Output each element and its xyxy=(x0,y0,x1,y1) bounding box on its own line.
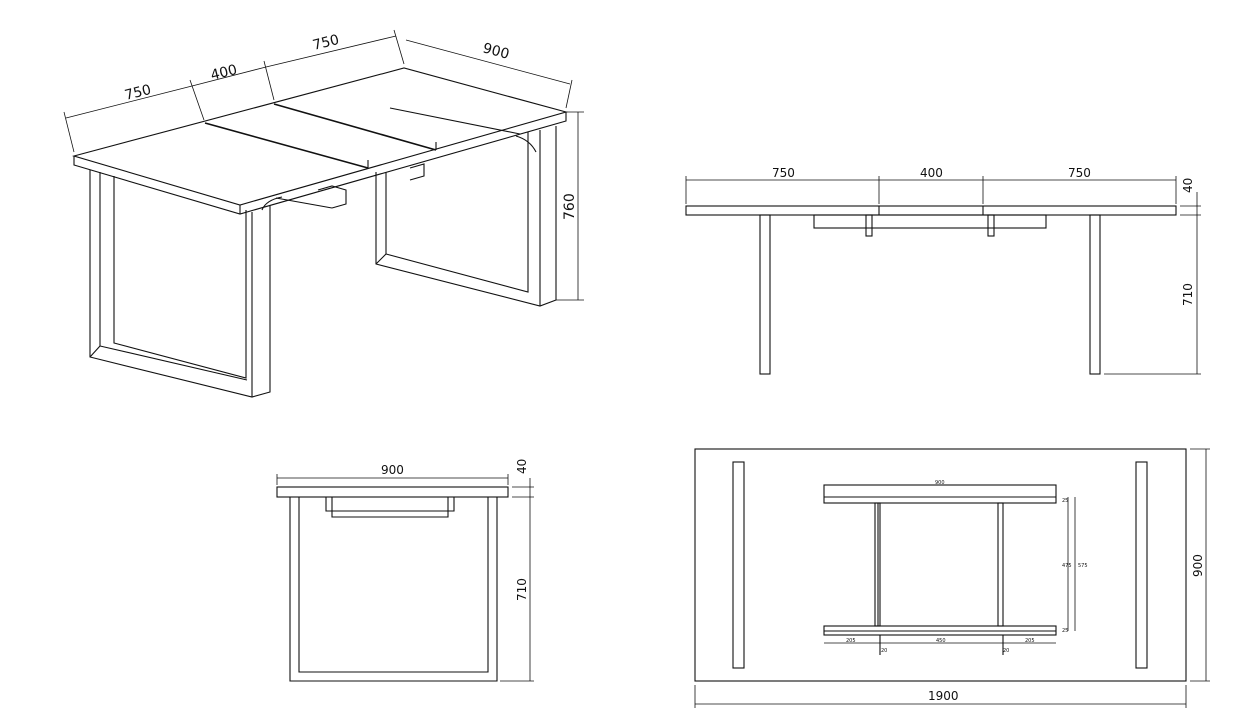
iso-ext-2 xyxy=(189,79,205,121)
iso-label-750-right: 750 xyxy=(311,32,341,54)
front-view: 750 400 750 40 710 xyxy=(685,166,1201,375)
top-frame-rail-right xyxy=(997,502,1004,627)
front-tabletop xyxy=(685,205,1177,216)
iso-front-leg-inner-b xyxy=(113,176,247,379)
top-label-1900: 1900 xyxy=(928,689,959,703)
iso-ext-4 xyxy=(393,29,405,65)
side-view: 900 40 710 xyxy=(276,459,534,682)
side-rail-inner xyxy=(331,497,449,518)
top-leg-left xyxy=(732,461,745,669)
top-inner-label-900: 900 xyxy=(935,480,945,486)
side-tabletop xyxy=(276,486,509,498)
iso-dim-line-900 xyxy=(405,39,571,85)
iso-ext-5 xyxy=(565,79,573,109)
side-rail-outer xyxy=(325,497,455,512)
side-label-900: 900 xyxy=(381,463,404,477)
front-label-710: 710 xyxy=(1181,283,1195,306)
iso-label-900: 900 xyxy=(481,40,511,62)
top-outline xyxy=(694,448,1187,682)
iso-ext-1 xyxy=(63,111,75,153)
top-inner-label-475: 475 xyxy=(1062,563,1072,569)
iso-front-leg-curve xyxy=(261,196,283,211)
front-label-400: 400 xyxy=(920,166,943,180)
iso-dim-line-750-right xyxy=(265,35,397,68)
top-inner-label-205-left: 205 xyxy=(846,638,856,644)
front-label-750-right: 750 xyxy=(1068,166,1091,180)
top-leg-right xyxy=(1135,461,1148,669)
iso-front-leg-inner-a xyxy=(99,172,248,381)
top-inner-label-450: 450 xyxy=(936,638,946,644)
front-label-750-left: 750 xyxy=(772,166,795,180)
iso-back-leg-inner xyxy=(385,132,529,293)
iso-label-760: 760 xyxy=(562,193,578,220)
iso-back-leg-curve xyxy=(515,135,537,153)
side-leg-outer xyxy=(289,497,498,682)
top-view: 900 25 25 475 575 205 450 205 20 20 1900… xyxy=(694,448,1210,708)
iso-leaf-seam-1 xyxy=(204,122,369,169)
front-leg-right xyxy=(1089,214,1101,375)
iso-back-leg-foot xyxy=(375,253,387,265)
side-leg-inner xyxy=(298,497,489,673)
top-inner-label-575: 575 xyxy=(1078,563,1088,569)
side-label-40: 40 xyxy=(515,459,529,474)
iso-frame-block-right xyxy=(409,163,425,181)
top-inner-label-25-bottom: 25 xyxy=(1062,628,1068,634)
iso-dim-line-400 xyxy=(191,66,267,87)
top-inner-label-20-left: 20 xyxy=(881,648,887,654)
front-label-40: 40 xyxy=(1181,178,1195,193)
top-inner-label-205-right: 205 xyxy=(1025,638,1035,644)
iso-hidden-rail xyxy=(389,107,521,135)
front-rail-bracket-right xyxy=(987,214,995,237)
iso-label-750-left: 750 xyxy=(123,82,153,104)
iso-dim-line-750-left xyxy=(65,85,193,119)
front-slide-rail xyxy=(813,214,1047,229)
top-inner-label-25-top: 25 xyxy=(1062,498,1068,504)
iso-frame-rail xyxy=(275,197,333,209)
top-label-900: 900 xyxy=(1191,554,1205,577)
front-leg-left xyxy=(759,214,771,375)
iso-leaf-seam-2 xyxy=(273,103,437,151)
top-frame-upper-bar xyxy=(823,484,1057,504)
top-inner-label-20-right: 20 xyxy=(1003,648,1009,654)
iso-front-leg-foot xyxy=(89,345,101,358)
iso-ext-3 xyxy=(263,60,275,101)
front-rail-bracket-left xyxy=(865,214,873,237)
isometric-view: 750 400 750 900 760 xyxy=(63,29,584,398)
side-label-710: 710 xyxy=(515,578,529,601)
iso-label-400: 400 xyxy=(209,62,239,84)
iso-frame-block-left xyxy=(317,185,347,209)
